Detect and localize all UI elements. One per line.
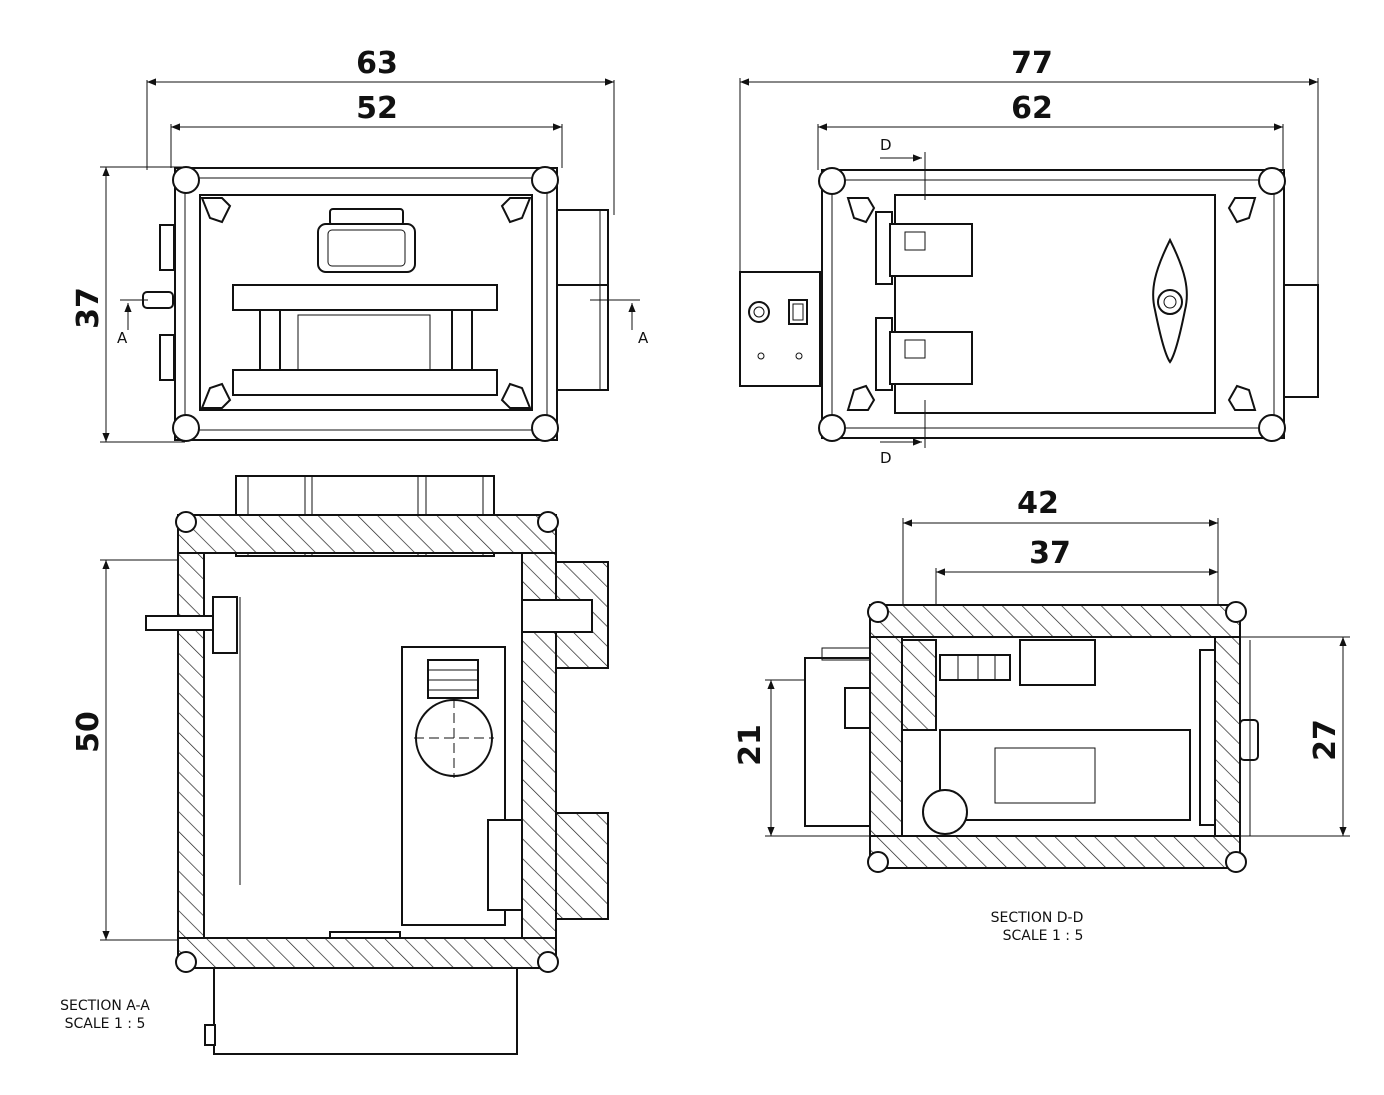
section-a-view: 50 [60, 475, 609, 1055]
side-view: 77 62 [739, 46, 1319, 467]
dim-section-d-outer-width: 42 [1017, 486, 1059, 521]
carry-handle [317, 208, 416, 273]
bottom-plate [329, 931, 401, 939]
dim-section-d-right-height: 27 [1308, 719, 1343, 761]
section-marker-a-right: A [590, 299, 649, 347]
section-d-interior [922, 639, 1259, 836]
section-a-caption-scale: SCALE 1 : 5 [65, 1016, 146, 1032]
svg-text:D: D [880, 449, 892, 467]
side-right-latch [1279, 284, 1319, 398]
valve-assembly [145, 596, 241, 885]
section-d-walls [869, 604, 1241, 869]
front-dimensions [100, 78, 615, 443]
fan-unit [401, 646, 523, 926]
dim-section-d-left-height: 21 [733, 724, 768, 766]
right-latch-upper [552, 209, 609, 286]
dim-front-overall-width: 63 [356, 46, 398, 81]
bottom-drawer [204, 967, 518, 1055]
corner-brackets [200, 197, 532, 409]
side-corner-balls [818, 167, 1286, 442]
section-marker-d-top: D [880, 136, 926, 200]
hinge-plates [875, 211, 973, 391]
left-latch-upper [159, 224, 175, 271]
section-a-caption-title: SECTION A-A [60, 998, 150, 1014]
mounting-plate [232, 284, 498, 396]
dim-side-overall-width: 77 [1011, 46, 1053, 81]
section-a-corner-balls [175, 511, 559, 973]
corner-balls [172, 166, 559, 442]
section-marker-d-bottom: D [880, 400, 926, 467]
section-d-view: 42 37 21 27 [733, 486, 1350, 944]
dim-side-inner-width: 62 [1011, 91, 1053, 126]
front-view: 63 52 37 [71, 46, 649, 443]
dim-front-inner-width: 52 [356, 91, 398, 126]
svg-text:A: A [117, 329, 128, 347]
side-corner-brackets [846, 197, 1257, 411]
section-d-caption-title: SECTION D-D [991, 910, 1084, 926]
fan-mount [1152, 237, 1188, 364]
control-panel-box [739, 271, 821, 387]
left-latch-lower [159, 334, 175, 381]
section-d-corner-balls [867, 601, 1247, 873]
dim-section-d-inner-width: 37 [1029, 536, 1071, 571]
section-d-caption-scale: SCALE 1 : 5 [1003, 928, 1084, 944]
section-marker-a-left: A [117, 299, 148, 347]
svg-text:D: D [880, 136, 892, 154]
dim-front-height: 37 [71, 287, 106, 329]
dim-section-a-depth: 50 [71, 711, 106, 753]
side-dimensions [739, 78, 1319, 285]
side-housing-lower [552, 812, 609, 920]
svg-text:A: A [638, 329, 649, 347]
fan-duct [521, 599, 593, 633]
